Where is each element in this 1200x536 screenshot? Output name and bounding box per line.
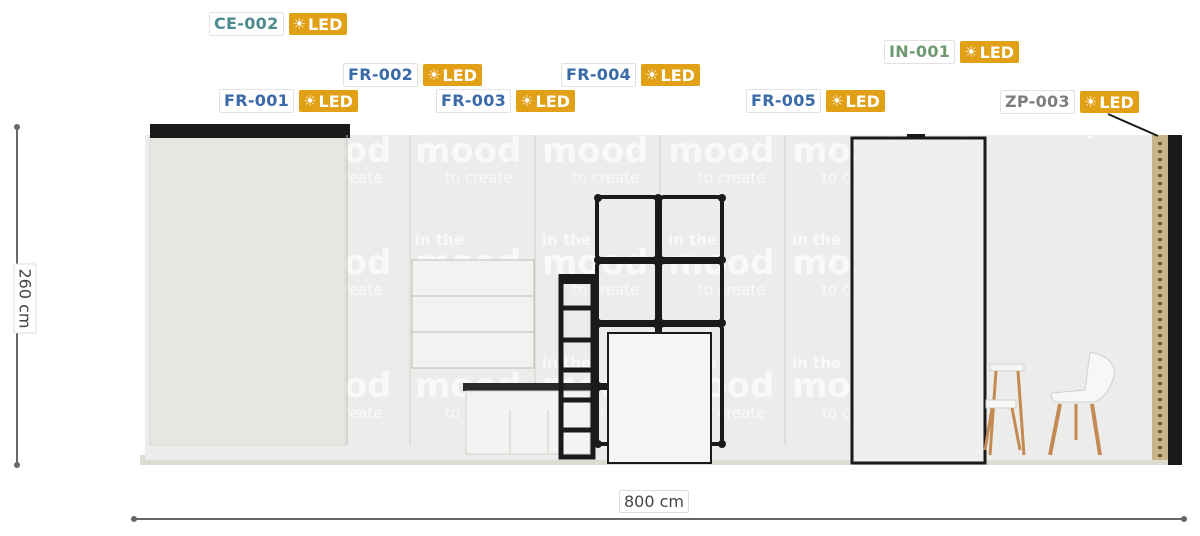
sun-icon: ☀ xyxy=(830,91,844,110)
perforated-strip-zp-003 xyxy=(1152,135,1168,460)
svg-text:in the: in the xyxy=(1060,119,1109,137)
perforation-dots xyxy=(1158,142,1162,457)
svg-text:in the: in the xyxy=(542,119,591,137)
led-badge: ☀LED xyxy=(641,64,700,86)
right-end-frame xyxy=(1168,135,1182,465)
svg-text:in the: in the xyxy=(542,231,591,249)
svg-text:in the: in the xyxy=(792,354,841,372)
svg-text:to create: to create xyxy=(445,169,512,187)
led-label: LED xyxy=(442,65,477,85)
led-badge: ☀LED xyxy=(423,64,482,86)
width-dimension-label: 800 cm xyxy=(619,490,690,513)
door-panel-fr-005 xyxy=(850,136,987,465)
svg-text:in the: in the xyxy=(415,231,464,249)
led-label: LED xyxy=(307,14,343,34)
led-badge: ☀LED xyxy=(826,90,885,112)
sun-icon: ☀ xyxy=(303,91,317,110)
counter-block xyxy=(607,332,712,464)
svg-text:in the: in the xyxy=(792,231,841,249)
led-label: LED xyxy=(1099,92,1134,112)
svg-text:in the: in the xyxy=(668,231,717,249)
sun-icon: ☀ xyxy=(292,14,306,33)
svg-text:mood: mood xyxy=(668,131,774,171)
tag-code: FR-003 xyxy=(436,89,512,113)
tag-fr-003[interactable]: FR-003 ☀LED xyxy=(436,89,575,113)
cube-connectors xyxy=(594,194,726,448)
dimension-endpoint xyxy=(14,124,20,130)
wall-panel-fr-001 xyxy=(149,134,346,446)
chair xyxy=(983,351,1116,456)
svg-text:in the: in the xyxy=(862,119,911,137)
tag-fr-002[interactable]: FR-002 ☀LED xyxy=(343,63,482,87)
led-pointer xyxy=(1107,113,1159,137)
tag-code: FR-004 xyxy=(561,63,637,87)
led-label: LED xyxy=(979,42,1015,62)
door-top-cap xyxy=(907,134,925,138)
svg-text:to create: to create xyxy=(698,404,765,422)
tag-zp-003[interactable]: ZP-003 ☀LED xyxy=(1000,90,1139,114)
shelf xyxy=(411,295,535,333)
panel-top-cap xyxy=(150,124,350,138)
sun-icon: ☀ xyxy=(645,65,659,84)
tag-fr-001[interactable]: FR-001 ☀LED xyxy=(219,89,358,113)
svg-text:in the: in the xyxy=(415,119,464,137)
sun-icon: ☀ xyxy=(964,42,978,61)
tag-in-001[interactable]: IN-001 ☀LED xyxy=(884,40,1020,64)
svg-text:to create: to create xyxy=(572,169,639,187)
svg-text:mood: mood xyxy=(415,131,521,171)
tag-fr-005[interactable]: FR-005 ☀LED xyxy=(746,89,885,113)
led-label: LED xyxy=(535,91,570,111)
svg-text:in the: in the xyxy=(990,119,1039,137)
led-badge: ☀LED xyxy=(960,41,1020,63)
led-badge: ☀LED xyxy=(288,13,348,35)
height-dimension-label: 260 cm xyxy=(13,263,37,334)
shelf xyxy=(411,331,535,369)
tag-code: FR-002 xyxy=(343,63,419,87)
svg-text:to create: to create xyxy=(698,281,765,299)
tag-ce-002[interactable]: CE-002 ☀LED xyxy=(209,12,348,36)
sun-icon: ☀ xyxy=(427,65,441,84)
svg-text:to create: to create xyxy=(698,169,765,187)
shelf-tower-top xyxy=(559,274,595,284)
svg-text:in the: in the xyxy=(668,119,717,137)
svg-text:mood: mood xyxy=(542,131,648,171)
dimension-endpoint xyxy=(131,516,137,522)
led-badge: ☀LED xyxy=(299,90,358,112)
led-badge: ☀LED xyxy=(1079,91,1139,113)
sun-icon: ☀ xyxy=(1083,92,1098,111)
led-badge: ☀LED xyxy=(516,90,575,112)
tag-code: IN-001 xyxy=(884,40,956,64)
tag-code: FR-001 xyxy=(219,89,295,113)
tag-fr-004[interactable]: FR-004 ☀LED xyxy=(561,63,700,87)
tag-code: FR-005 xyxy=(746,89,822,113)
dimension-endpoint xyxy=(14,462,20,468)
led-label: LED xyxy=(845,91,880,111)
tag-code: CE-002 xyxy=(209,12,284,36)
shelf xyxy=(411,259,535,297)
svg-text:to create: to create xyxy=(572,281,639,299)
dimension-endpoint xyxy=(1181,516,1187,522)
tag-code: ZP-003 xyxy=(1000,90,1075,114)
svg-text:in the: in the xyxy=(792,119,841,137)
bench-top xyxy=(463,383,593,391)
led-label: LED xyxy=(660,65,695,85)
sun-icon: ☀ xyxy=(520,91,534,110)
led-label: LED xyxy=(318,91,353,111)
side-table xyxy=(988,363,1026,456)
